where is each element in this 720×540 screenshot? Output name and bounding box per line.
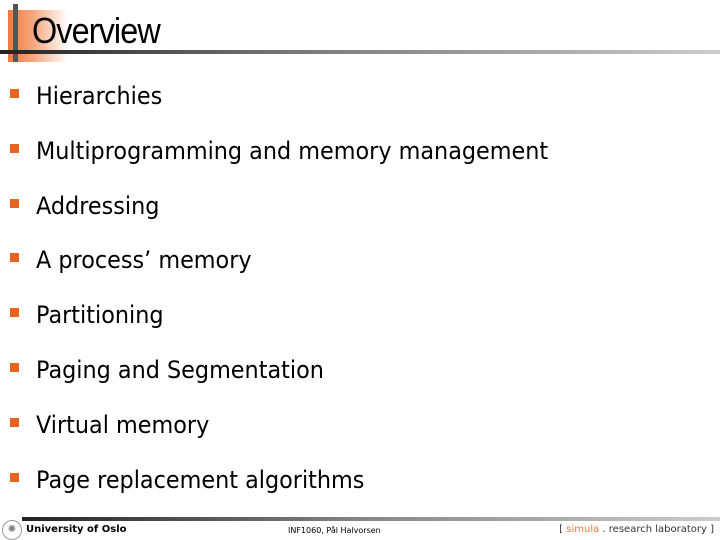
list-item: Hierarchies xyxy=(10,80,587,135)
list-item: Page replacement algorithms xyxy=(10,464,587,519)
bullet-icon xyxy=(10,143,19,153)
bullet-icon xyxy=(10,89,19,98)
footer-course: INF1060, Pål Halvorsen xyxy=(288,526,381,535)
title-underline xyxy=(0,50,720,54)
list-item: Addressing xyxy=(10,190,587,245)
list-item: Partitioning xyxy=(10,299,587,354)
list-item: A process’ memory xyxy=(10,244,587,299)
footer-simula-logo: [ simula . research laboratory ] xyxy=(559,524,714,535)
list-item-label: A process’ memory xyxy=(36,246,252,275)
bullet-icon xyxy=(10,308,19,318)
list-item-label: Paging and Segmentation xyxy=(36,355,324,384)
university-seal-icon: ✺ xyxy=(2,520,22,540)
list-item-label: Multiprogramming and memory management xyxy=(36,136,549,165)
list-item: Virtual memory xyxy=(10,409,587,464)
bullet-list: Hierarchies Multiprogramming and memory … xyxy=(10,80,587,518)
bullet-icon xyxy=(10,362,19,372)
list-item-label: Addressing xyxy=(36,191,160,220)
list-item: Multiprogramming and memory management xyxy=(10,135,587,190)
page-title: Overview xyxy=(32,10,161,51)
list-item: Paging and Segmentation xyxy=(10,354,587,409)
bullet-icon xyxy=(10,198,19,208)
bullet-icon xyxy=(10,253,19,263)
title-vertical-bar xyxy=(13,4,18,62)
list-item-label: Hierarchies xyxy=(36,82,163,110)
bullet-icon xyxy=(10,472,19,482)
list-item-label: Page replacement algorithms xyxy=(36,465,365,494)
simula-brand: simula xyxy=(566,524,600,535)
simula-rest: . research laboratory ] xyxy=(599,524,714,535)
list-item-label: Partitioning xyxy=(36,301,164,330)
footer-line xyxy=(22,517,720,521)
footer-university: University of Oslo xyxy=(26,524,127,535)
list-item-label: Virtual memory xyxy=(36,410,210,439)
simula-open: [ xyxy=(559,524,567,535)
bullet-icon xyxy=(10,417,19,427)
